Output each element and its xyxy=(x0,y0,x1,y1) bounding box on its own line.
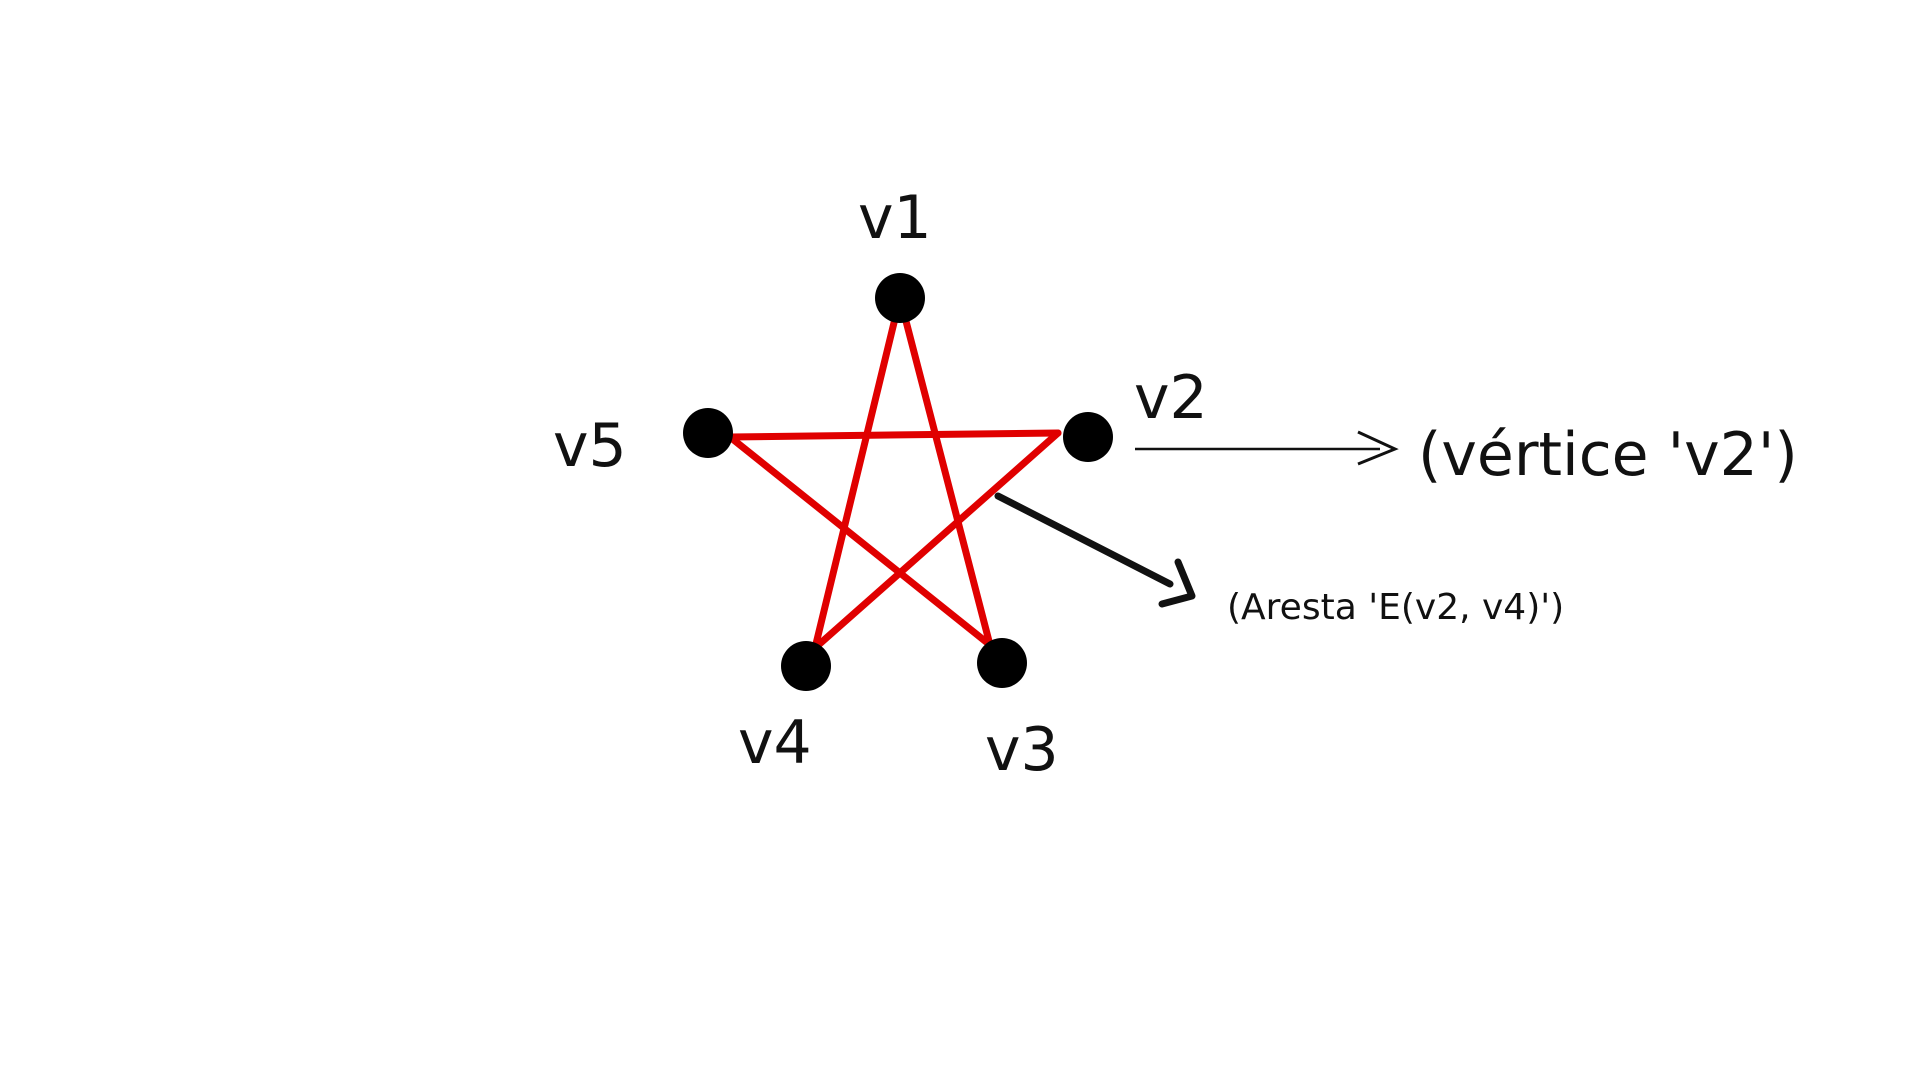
edge-v5-v3 xyxy=(726,433,994,649)
vertex-v2 xyxy=(1063,412,1113,462)
edge-annotation-arrow xyxy=(994,492,1196,608)
edge-annotation-label: (Aresta 'E(v2, v4)') xyxy=(1227,587,1564,628)
edge-v2-v4 xyxy=(811,429,1062,652)
vertex-label-v1: v1 xyxy=(858,183,932,253)
vertex-label-v2: v2 xyxy=(1134,363,1208,433)
edge-arrow-shaft xyxy=(994,492,1174,588)
edges xyxy=(726,294,1062,652)
vertex-arrow-head xyxy=(1357,430,1399,466)
vertex-v4 xyxy=(781,641,831,691)
vertex-label-v3: v3 xyxy=(985,715,1059,785)
vertex-v5 xyxy=(683,408,733,458)
edge-arrow-head xyxy=(1158,558,1196,608)
vertex-labels: v1 v2 v3 v4 v5 xyxy=(553,183,1208,785)
vertex-annotation-label: (vértice 'v2') xyxy=(1418,420,1798,490)
vertex-label-v4: v4 xyxy=(738,708,812,778)
edge-v5-v2 xyxy=(726,429,1062,441)
vertices xyxy=(683,273,1113,691)
edge-v1-v4 xyxy=(811,294,904,652)
edge-v1-v3 xyxy=(896,294,994,649)
vertex-v1 xyxy=(875,273,925,323)
vertex-annotation-arrow xyxy=(1135,430,1399,466)
vertex-v3 xyxy=(977,638,1027,688)
vertex-label-v5: v5 xyxy=(553,411,627,481)
